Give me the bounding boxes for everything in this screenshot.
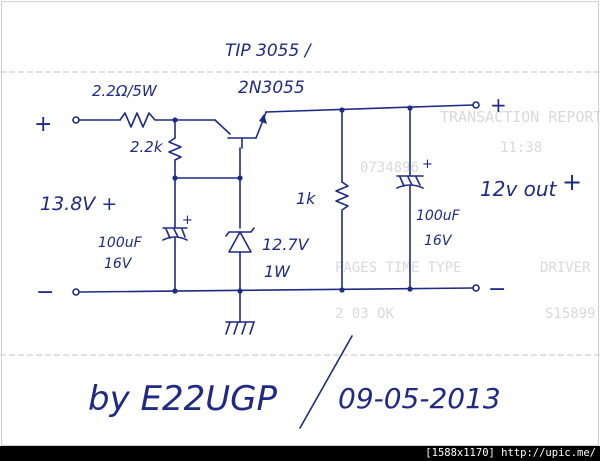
watermark-size: [1588x1170] [425, 447, 495, 459]
output-cap-voltage: 16V [424, 233, 453, 249]
ghost-text-2: 11:38 [500, 140, 542, 156]
input-voltage-label: 13.8V + [40, 193, 117, 215]
output-minus-terminal [472, 284, 480, 292]
watermark-site: http://upic.me/ [501, 447, 596, 459]
node-dot [407, 286, 413, 292]
ground-symbol [225, 290, 255, 335]
output-label: 12v out [480, 177, 558, 201]
load-resistor-symbol [335, 181, 349, 291]
transistor-label-1: TIP 3055 / [225, 41, 313, 61]
output-plus-terminal [472, 101, 480, 109]
bias-resistor-symbol [168, 137, 182, 179]
watermark-text: [1588x1170] http://upic.me/ [425, 447, 596, 460]
transistor-symbol [214, 111, 267, 149]
bias-resistor-label: 2.2k [130, 138, 164, 156]
node-dot [172, 288, 178, 294]
zener-diode-symbol [225, 227, 255, 291]
node-dot [339, 287, 345, 293]
transistor-label-2: 2N3055 [238, 78, 305, 98]
ghost-text-4: PAGES TIME TYPE [335, 260, 461, 276]
input-plus-label: + [34, 112, 52, 137]
output-minus-label: − [488, 277, 506, 302]
signature-date: 09-05-2013 [338, 382, 501, 415]
zener-voltage-label: 12.7V [262, 235, 310, 254]
ground-rail [78, 287, 474, 293]
author-signature: by E22UGP [88, 379, 277, 419]
output-rail [265, 104, 474, 113]
ghost-text-5: 2 03 OK [335, 306, 395, 322]
watermark-bar: [1588x1170] http://upic.me/ [0, 446, 600, 461]
input-cap-value: 100uF [98, 235, 143, 251]
ghost-text-1: TRANSACTION REPORT [440, 108, 600, 126]
ghost-text-3: 0734896 [360, 160, 419, 176]
output-cap-polarity: + [422, 157, 433, 172]
photo-border [1, 1, 599, 446]
ghost-text-7: S15899 [545, 306, 596, 322]
ghost-fax-text: TRANSACTION REPORT 11:38 0734896 PAGES T… [0, 71, 600, 356]
output-cap-value: 100uF [416, 208, 461, 224]
load-resistor-label: 1k [296, 189, 316, 208]
series-resistor-label: 2.2Ω/5W [92, 82, 158, 100]
output-plus-label: + [490, 93, 507, 117]
input-plus-terminal [72, 116, 121, 124]
input-capacitor-symbol [162, 227, 188, 291]
signature-slash [299, 335, 353, 429]
input-minus-label: − [36, 280, 54, 305]
input-minus-terminal [72, 288, 80, 296]
output-label-plus: + [562, 168, 582, 196]
input-cap-polarity: + [182, 213, 193, 228]
input-cap-voltage: 16V [104, 256, 133, 272]
zener-power-label: 1W [264, 262, 291, 281]
ghost-text-6: DRIVER [540, 260, 591, 276]
series-resistor-symbol [119, 112, 176, 128]
output-capacitor-symbol [396, 175, 424, 291]
